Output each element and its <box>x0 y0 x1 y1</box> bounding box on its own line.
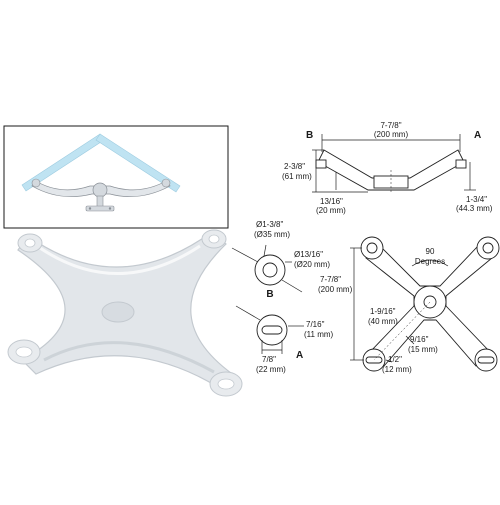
top-hole-leader <box>385 359 393 363</box>
installation-inset <box>3 125 229 229</box>
side-view-drawing: B A 7-7/8" (200 mm) 2-3/8" (61 mm) 13/16… <box>282 121 493 215</box>
top-hole-in: 1/2" <box>388 355 402 364</box>
top-angle-value: 90 <box>426 247 435 256</box>
top-view-drawing: 90 Degrees 7-7/8" (200 mm) 1-9/16" (40 m… <box>318 236 500 374</box>
top-span-mm: (200 mm) <box>318 285 353 294</box>
detail-b-leader-outer <box>263 244 267 257</box>
top-arm-width-mm: (15 mm) <box>408 345 438 354</box>
glass-pane-right <box>95 133 181 193</box>
top-arm-in: 1-9/16" <box>370 307 396 316</box>
top-slot-bottom-right <box>477 356 495 364</box>
side-end-a <box>455 159 467 169</box>
product-photo <box>7 229 243 397</box>
top-arm-width-in: 9/16" <box>410 335 429 344</box>
top-arm-centerline <box>373 301 431 361</box>
detail-a-label: A <box>296 350 303 361</box>
top-angle-unit: Degrees <box>415 257 445 266</box>
photo-hole-top-left <box>24 238 36 248</box>
detail-a-drawing: 7/16" (11 mm) A 7/8" (22 mm) <box>235 305 334 374</box>
photo-shadow-bottom <box>43 341 215 374</box>
top-hole-mm: (12 mm) <box>382 365 412 374</box>
side-height-in: 2-3/8" <box>284 162 305 171</box>
top-hole-top-right <box>482 242 494 254</box>
detail-b-label: B <box>266 289 273 300</box>
side-width-in: 7-7/8" <box>380 121 401 130</box>
side-offset-a-in: 1-3/4" <box>466 195 487 204</box>
side-end-b <box>315 159 327 169</box>
detail-b-outer-in: Ø1-3/8" <box>256 220 283 229</box>
detail-a-slot-mm: (11 mm) <box>304 330 334 339</box>
side-offset-a-mm: (44.3 mm) <box>456 204 493 213</box>
inset-base-plate <box>85 205 115 212</box>
side-offset-b-in: 13/16" <box>320 197 343 206</box>
detail-a-width-mm: (22 mm) <box>256 365 286 374</box>
inset-spider-hub <box>92 182 108 198</box>
inset-fitting-right <box>161 178 171 188</box>
top-span-in: 7-7/8" <box>320 275 341 284</box>
detail-b-arm-top <box>231 247 259 263</box>
detail-a-slot-in: 7/16" <box>306 320 325 329</box>
detail-a-slot <box>261 325 283 335</box>
side-offset-b-mm: (20 mm) <box>316 206 346 215</box>
detail-a-width-in: 7/8" <box>262 355 276 364</box>
photo-slot-bottom-right <box>217 378 235 390</box>
detail-b-arm-bottom <box>281 279 303 293</box>
top-angle-arc <box>411 259 449 267</box>
top-hole-top-left <box>366 242 378 254</box>
side-width-mm: (200 mm) <box>374 130 409 139</box>
photo-slot-bottom-left <box>15 346 33 358</box>
detail-b-drawing: Ø1-3/8" (Ø35 mm) Ø13/16" (Ø20 mm) B <box>231 220 330 300</box>
photo-hole-top-right <box>208 234 220 244</box>
side-label-b: B <box>306 130 313 141</box>
inset-fitting-left <box>31 178 41 188</box>
top-arm-mm: (40 mm) <box>368 317 398 326</box>
detail-b-inner-mm: (Ø20 mm) <box>294 260 330 269</box>
side-label-a: A <box>474 130 481 141</box>
inset-base-bolt-left <box>88 207 92 210</box>
detail-b-inner-in: Ø13/16" <box>294 250 323 259</box>
detail-a-arm-top <box>235 305 261 321</box>
detail-b-outer-mm: (Ø35 mm) <box>254 230 290 239</box>
inset-base-bolt-right <box>108 207 112 210</box>
photo-highlight-top <box>39 244 201 275</box>
photo-hub <box>101 301 135 323</box>
top-arm-width-leader <box>405 335 415 345</box>
detail-b-inner-circle <box>262 262 278 278</box>
side-height-mm: (61 mm) <box>282 172 312 181</box>
